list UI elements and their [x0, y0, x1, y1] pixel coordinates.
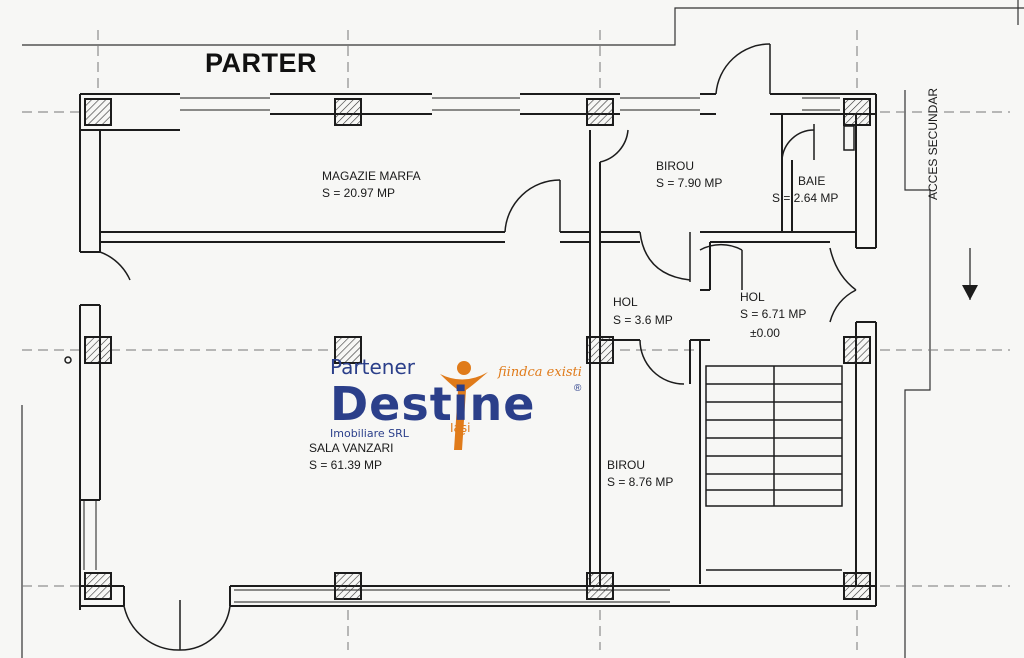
wc-fixture	[843, 125, 855, 151]
room-area-birou-2: S = 8.76 MP	[607, 475, 674, 489]
logo-tagline-text: fiindca existi	[498, 365, 582, 380]
column	[84, 336, 112, 364]
logo-brand-text: Destine	[330, 377, 536, 431]
column	[84, 98, 112, 126]
room-name-sala-vanzari: SALA VANZARI	[309, 441, 394, 455]
access-arrow-icon	[962, 248, 978, 300]
stairs	[705, 365, 843, 571]
room-area-sala-vanzari: S = 61.39 MP	[309, 458, 383, 472]
column	[586, 572, 614, 600]
outer-walls	[79, 93, 877, 610]
columns	[84, 98, 871, 600]
column	[586, 98, 614, 126]
room-name-magazie: MAGAZIE MARFA	[322, 169, 421, 183]
door-swings	[64, 43, 857, 651]
logo-registered-mark: ®	[574, 383, 582, 394]
room-area-hol-1: S = 3.6 MP	[613, 313, 673, 327]
room-area-magazie: S = 20.97 MP	[322, 186, 396, 200]
room-name-hol-1: HOL	[613, 295, 638, 309]
room-area-baie: S = 2.64 MP	[772, 191, 839, 205]
room-name-birou-1: BIROU	[656, 159, 695, 173]
column	[843, 98, 871, 126]
room-name-baie: BAIE	[798, 174, 826, 188]
logo-figure-icon	[440, 361, 488, 450]
column	[843, 572, 871, 600]
logo-company-text: Imobiliare SRL	[330, 427, 409, 440]
room-area-hol-2: S = 6.71 MP	[740, 307, 807, 321]
column	[334, 98, 362, 126]
axis-lines	[22, 30, 1010, 650]
level-mark: ±0.00	[750, 326, 780, 340]
room-name-birou-2: BIROU	[607, 458, 646, 472]
site-outline	[21, 0, 1024, 658]
logo-partener-text: Partener	[330, 355, 415, 379]
floor-title: PARTER	[205, 48, 318, 78]
column	[84, 572, 112, 600]
interior-walls	[100, 114, 856, 586]
column	[334, 336, 362, 364]
column	[586, 336, 614, 364]
room-area-birou-1: S = 7.90 MP	[656, 176, 723, 190]
column	[334, 572, 362, 600]
room-name-hol-2: HOL	[740, 290, 765, 304]
column	[843, 336, 871, 364]
access-label: ACCES SECUNDAR	[926, 87, 940, 200]
watermark-logo: Partener Destine fiindca existi ® Imobil…	[330, 355, 590, 455]
logo-city-text: Iași	[450, 421, 471, 435]
